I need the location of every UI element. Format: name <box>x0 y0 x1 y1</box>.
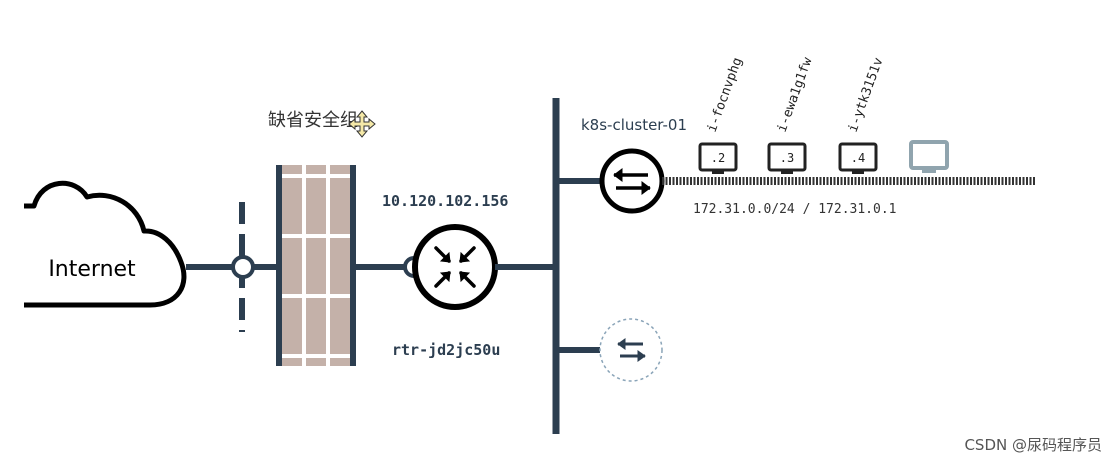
add-host-button[interactable] <box>909 140 949 173</box>
network-switch[interactable] <box>599 148 665 214</box>
watermark: CSDN @尿码程序员 <box>964 436 1102 454</box>
firewall-bricks <box>276 165 356 366</box>
security-group-label: 缺省安全组 <box>268 110 358 131</box>
cloud-icon <box>24 180 187 308</box>
host-2[interactable]: .3 i-ewa1g1fw <box>767 56 816 174</box>
internet-cloud[interactable]: Internet <box>24 180 187 308</box>
firewall[interactable] <box>276 165 356 366</box>
brick-mortar <box>282 165 350 366</box>
gateway-port-icon[interactable] <box>231 255 255 279</box>
switch-dashed-icon <box>599 318 663 382</box>
router[interactable] <box>412 224 498 310</box>
host-name: i-focnvphg <box>705 56 746 135</box>
monitor-placeholder-icon <box>909 140 949 170</box>
cloud-label: Internet <box>48 257 136 282</box>
router-ip: 10.120.102.156 <box>382 192 508 210</box>
host-suffix: .2 <box>711 151 725 165</box>
host-suffix: .3 <box>780 151 794 165</box>
host-name: i-ytk3151v <box>846 56 887 135</box>
host-3[interactable]: .4 i-ytk3151v <box>838 56 887 174</box>
router-name: rtr-jd2jc50u <box>392 341 500 359</box>
add-network-switch[interactable] <box>599 318 663 382</box>
host-suffix: .4 <box>851 151 865 165</box>
network-name: k8s-cluster-01 <box>581 116 687 134</box>
host-1[interactable]: .2 i-focnvphg <box>698 56 746 174</box>
router-icon <box>412 224 498 310</box>
switch-icon <box>599 148 665 214</box>
host-name: i-ewa1g1fw <box>775 56 816 135</box>
move-cursor-icon <box>348 110 376 138</box>
subnet-cidr: 172.31.0.0/24 / 172.31.0.1 <box>693 202 897 217</box>
